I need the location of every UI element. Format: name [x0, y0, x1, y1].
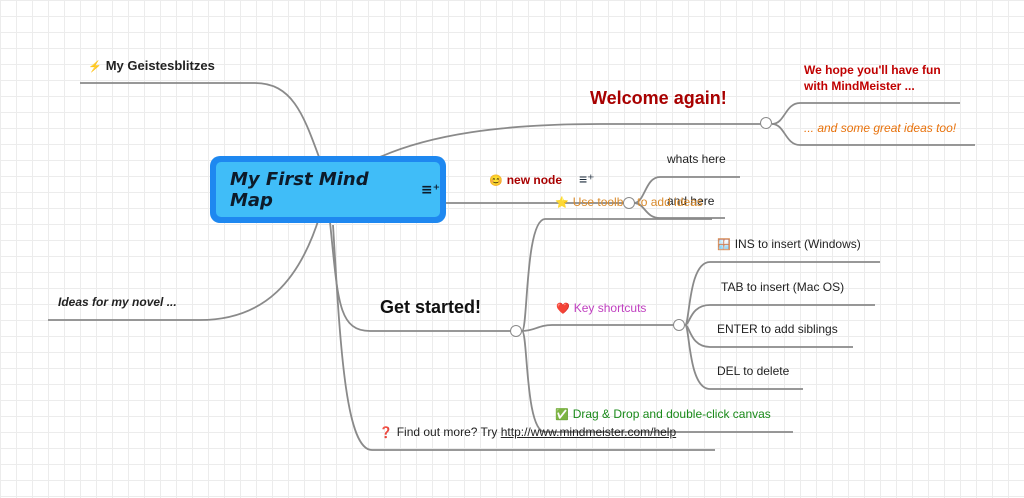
windows-icon: 🪟 — [717, 239, 731, 251]
star-icon: ⭐ — [555, 197, 569, 209]
node-tab-mac[interactable]: TAB to insert (Mac OS) — [721, 280, 845, 294]
notes-icon[interactable]: ≡⁺ — [579, 171, 595, 187]
node-new-node[interactable]: 😊new node — [489, 173, 563, 187]
lightning-icon: ⚡ — [88, 61, 102, 73]
collapse-handle-new-node[interactable] — [623, 197, 635, 209]
collapse-handle-shortcuts[interactable] — [673, 319, 685, 331]
help-link[interactable]: http://www.mindmeister.com/help — [500, 425, 677, 439]
node-geistesblitze[interactable]: ⚡My Geistesblitzes — [88, 58, 215, 73]
node-great-ideas[interactable]: ... and some great ideas too! — [804, 121, 957, 135]
question-icon: ❓ — [379, 427, 393, 439]
node-novel[interactable]: Ideas for my novel ... — [58, 295, 177, 309]
node-welcome-line2[interactable]: with MindMeister ... — [804, 79, 915, 93]
node-welcome[interactable]: Welcome again! — [590, 88, 727, 108]
node-enter-siblings[interactable]: ENTER to add siblings — [717, 322, 838, 336]
node-ins-windows[interactable]: 🪟INS to insert (Windows) — [717, 237, 861, 251]
node-and-here[interactable]: and here — [667, 194, 715, 208]
smiley-icon: 😊 — [489, 175, 503, 187]
node-whats-here[interactable]: whats here — [667, 152, 726, 166]
heart-icon: ❤️ — [556, 303, 570, 315]
node-del-delete[interactable]: DEL to delete — [717, 364, 790, 378]
root-node-inner: My First Mind Map ≡⁺ — [216, 162, 440, 217]
node-key-shortcuts[interactable]: ❤️Key shortcuts — [556, 301, 647, 315]
collapse-handle-get-started[interactable] — [510, 325, 522, 337]
node-drag-drop[interactable]: ✅Drag & Drop and double-click canvas — [555, 407, 771, 421]
root-title: My First Mind Map — [230, 168, 369, 211]
root-node[interactable]: My First Mind Map ≡⁺ — [210, 156, 446, 223]
node-find-more[interactable]: ❓Find out more? Try http://www.mindmeist… — [379, 425, 677, 439]
node-use-toolbar[interactable]: ⭐Use toolbar to add ideas — [555, 195, 703, 209]
node-welcome-line1[interactable]: We hope you'll have fun — [804, 63, 941, 77]
notes-icon[interactable]: ≡⁺ — [420, 181, 440, 198]
collapse-handle-welcome[interactable] — [760, 117, 772, 129]
node-get-started[interactable]: Get started! — [380, 297, 482, 317]
checkmark-icon: ✅ — [555, 409, 569, 421]
